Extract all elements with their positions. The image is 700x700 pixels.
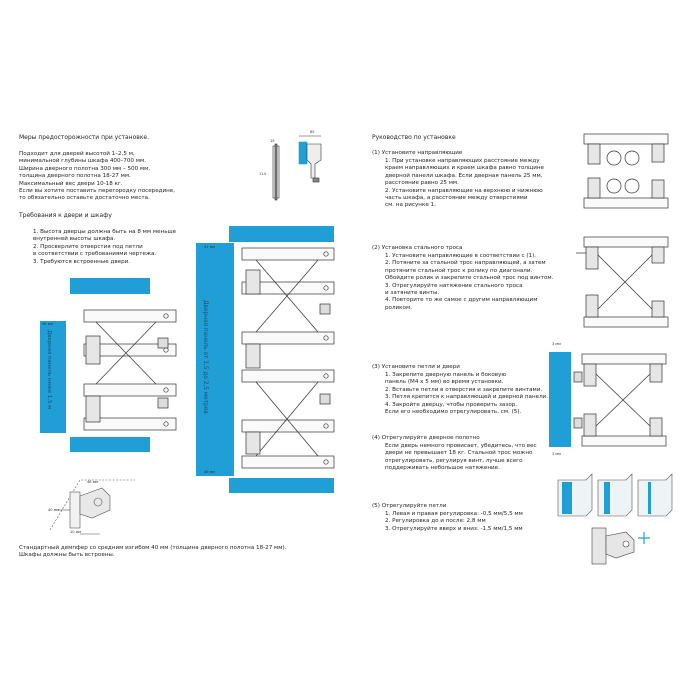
section-2-body: 1. Установите направляющие в соответстви… — [385, 253, 554, 311]
dim-40-hinge: 40 мм — [48, 508, 60, 512]
precautions-title: Меры предосторожности при установке. — [19, 134, 150, 141]
dim-15: 15 — [270, 139, 275, 143]
top-cabinet-bar-small — [70, 278, 150, 294]
hinge-profile-shape — [298, 135, 322, 183]
mechanism-large — [241, 247, 335, 469]
dim-46-large: 46 мм — [204, 470, 216, 474]
section-1-title: (1) Установите направляющие — [372, 150, 463, 156]
steel-cable-diagram — [576, 236, 669, 328]
dim-65: 65 — [310, 130, 315, 134]
section-5-title: (5) Отрегулируйте петли — [372, 503, 447, 509]
dim-41-large: 41 мм — [204, 245, 216, 249]
section-2-title: (2) Установка стального троса — [372, 245, 463, 251]
requirements-body: 1. Высота дверцы должна быть на 8 мм мен… — [33, 229, 177, 265]
guide-title: Руководство по установке — [372, 134, 456, 141]
rails-top-view-diagram — [583, 133, 669, 209]
bottom-cabinet-bar-small — [70, 437, 150, 452]
top-cabinet-bar-large — [229, 226, 334, 242]
hinge-adjust-diagram — [591, 527, 650, 565]
damper-note: Стандартный демпфер со средним изгибом 4… — [19, 545, 287, 559]
section-5-body: 1. Левая и правая регулировка: -0,5 мм/5… — [385, 511, 523, 532]
rail-profile-diagram — [272, 135, 322, 201]
door-panel-install — [549, 352, 571, 447]
door-panel-large — [196, 243, 234, 476]
bottom-cabinet-bar-large — [229, 478, 334, 493]
cabinet-sequence-diagram — [557, 473, 673, 517]
section-3-title: (3) Установите петли и двери — [372, 364, 460, 370]
dim-10-hinge: 10 мм — [70, 530, 82, 534]
dim-46-hinge: 46 мм — [87, 480, 99, 484]
precautions-body: Подходит для дверей высотой 1–2,5 м, мин… — [19, 151, 176, 202]
section-3-body: 1. Закрепите дверную панель и боковую па… — [385, 372, 549, 416]
door-panel-small-label: Дверная панель ниже 1,5 м — [46, 330, 52, 410]
gap-bottom-label: 3 мм — [552, 452, 561, 456]
section-4-body: Если дверь немного провисает, убедитесь,… — [385, 443, 537, 472]
mechanism-small — [83, 309, 177, 431]
install-hinges-diagram — [573, 353, 667, 447]
hinge-detail-diagram — [49, 479, 135, 535]
dim-46-small: 46 мм — [42, 322, 54, 326]
section-1-body: 1. При установке направляющих расстояние… — [385, 158, 544, 209]
rail-profile-shape — [272, 143, 280, 201]
gap-top-label: 3 мм — [552, 342, 561, 346]
door-panel-large-label: Дверная панель от 1,5 до 2,5 метров — [202, 300, 208, 414]
section-4-title: (4) Отрегулируйте дверное полотно — [372, 435, 480, 441]
dim-114: 114 — [259, 172, 266, 176]
requirements-title: Требования к двери и шкафу — [19, 212, 112, 219]
door-panel-small — [40, 321, 66, 433]
